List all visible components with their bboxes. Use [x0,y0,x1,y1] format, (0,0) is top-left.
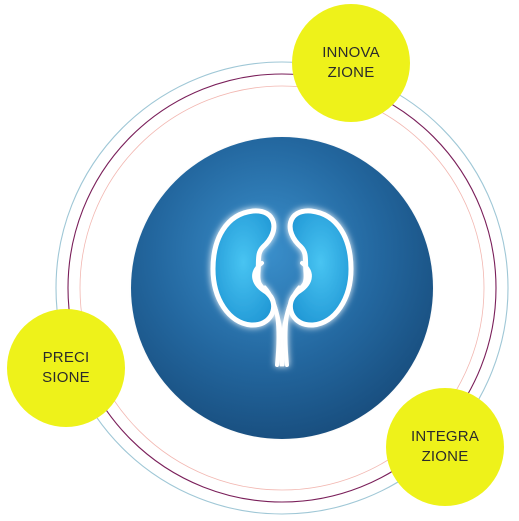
middle-ring [67,73,497,503]
badge-precisione-line2: SIONE [42,369,90,386]
right-vessel [279,285,301,367]
right-ureter [283,261,312,367]
inner-ring [79,85,485,491]
center-disc [131,137,433,439]
left-vessel [263,285,285,367]
badge-integrazione-line2: ZIONE [421,448,469,465]
badge-innovazione-line2: ZIONE [327,64,375,81]
outer-ring [55,61,509,515]
badge-innovazione: INNOVA ZIONE [292,4,410,122]
badge-precisione: PRECI SIONE [7,309,125,427]
badge-integrazione-line1: INTEGRA [410,428,480,445]
badge-precisione-line1: PRECI [42,349,90,366]
right-kidney [287,208,354,328]
badge-integrazione: INTEGRA ZIONE [386,388,504,506]
left-kidney [210,208,277,328]
left-ureter [252,261,281,367]
badge-innovazione-line1: INNOVA [322,44,380,61]
kidneys-icon [210,208,354,367]
